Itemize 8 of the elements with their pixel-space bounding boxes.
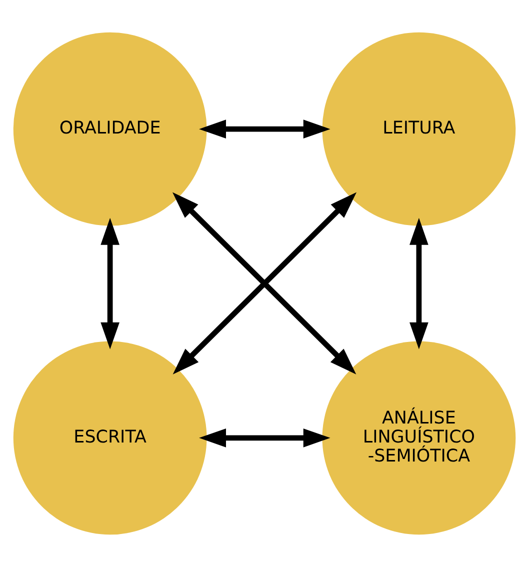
node-circle: ORALIDADE	[13, 32, 207, 226]
node-circle: LEITURA	[322, 32, 516, 226]
node-circle: ANÁLISE LINGUÍSTICO -SEMIÓTICA	[322, 341, 516, 535]
arrow	[199, 120, 330, 138]
arrow	[100, 218, 120, 350]
arrow	[410, 218, 428, 350]
arrow	[199, 428, 330, 448]
node-circle: ESCRITA	[13, 341, 207, 535]
